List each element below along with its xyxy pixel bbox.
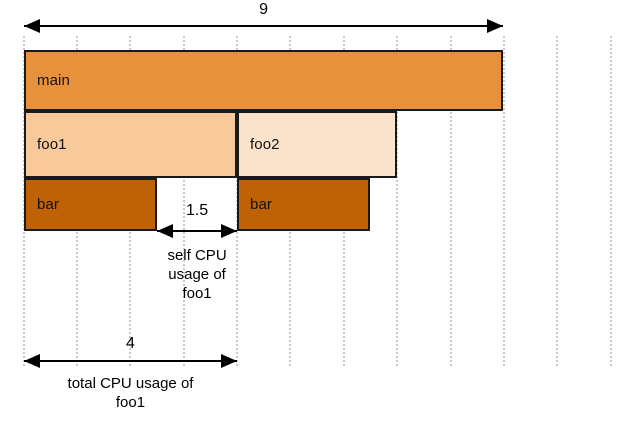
flame-frame-foo1[interactable]: foo1 xyxy=(24,111,237,178)
arrow-head-left xyxy=(157,224,174,238)
flame-frame-label: foo1 xyxy=(37,136,67,153)
flame-frame-label: bar xyxy=(37,196,59,213)
measure-value-self-cpu-foo1: 1.5 xyxy=(185,202,209,219)
gridline xyxy=(610,36,612,366)
gridline xyxy=(503,36,505,366)
arrow-head-left xyxy=(24,354,40,368)
flame-frame-bar[interactable]: bar xyxy=(24,178,158,231)
flame-frame-label: foo2 xyxy=(250,136,280,153)
flame-frame-main[interactable]: main xyxy=(24,50,504,111)
arrow-head-left xyxy=(24,19,40,33)
flame-frame-bar[interactable]: bar xyxy=(237,178,371,231)
flame-frame-label: bar xyxy=(250,196,272,213)
arrow-head-right xyxy=(221,224,237,238)
gridline xyxy=(556,36,558,366)
flame-frame-label: main xyxy=(37,72,70,89)
measure-value-total-cpu-foo1: 4 xyxy=(126,335,135,352)
arrow-head-right xyxy=(487,19,504,33)
measure-value-total-main: 9 xyxy=(259,1,269,18)
measure-caption-total-cpu-foo1: total CPU usage of foo1 xyxy=(67,375,194,411)
arrow-head-right xyxy=(221,354,237,368)
arrow-shaft xyxy=(24,360,237,362)
arrow-shaft xyxy=(24,25,504,27)
flame-frame-foo2[interactable]: foo2 xyxy=(237,111,397,178)
measure-caption-self-cpu-foo1: self CPU usage of foo1 xyxy=(167,247,227,302)
arrow-shaft xyxy=(157,230,237,232)
